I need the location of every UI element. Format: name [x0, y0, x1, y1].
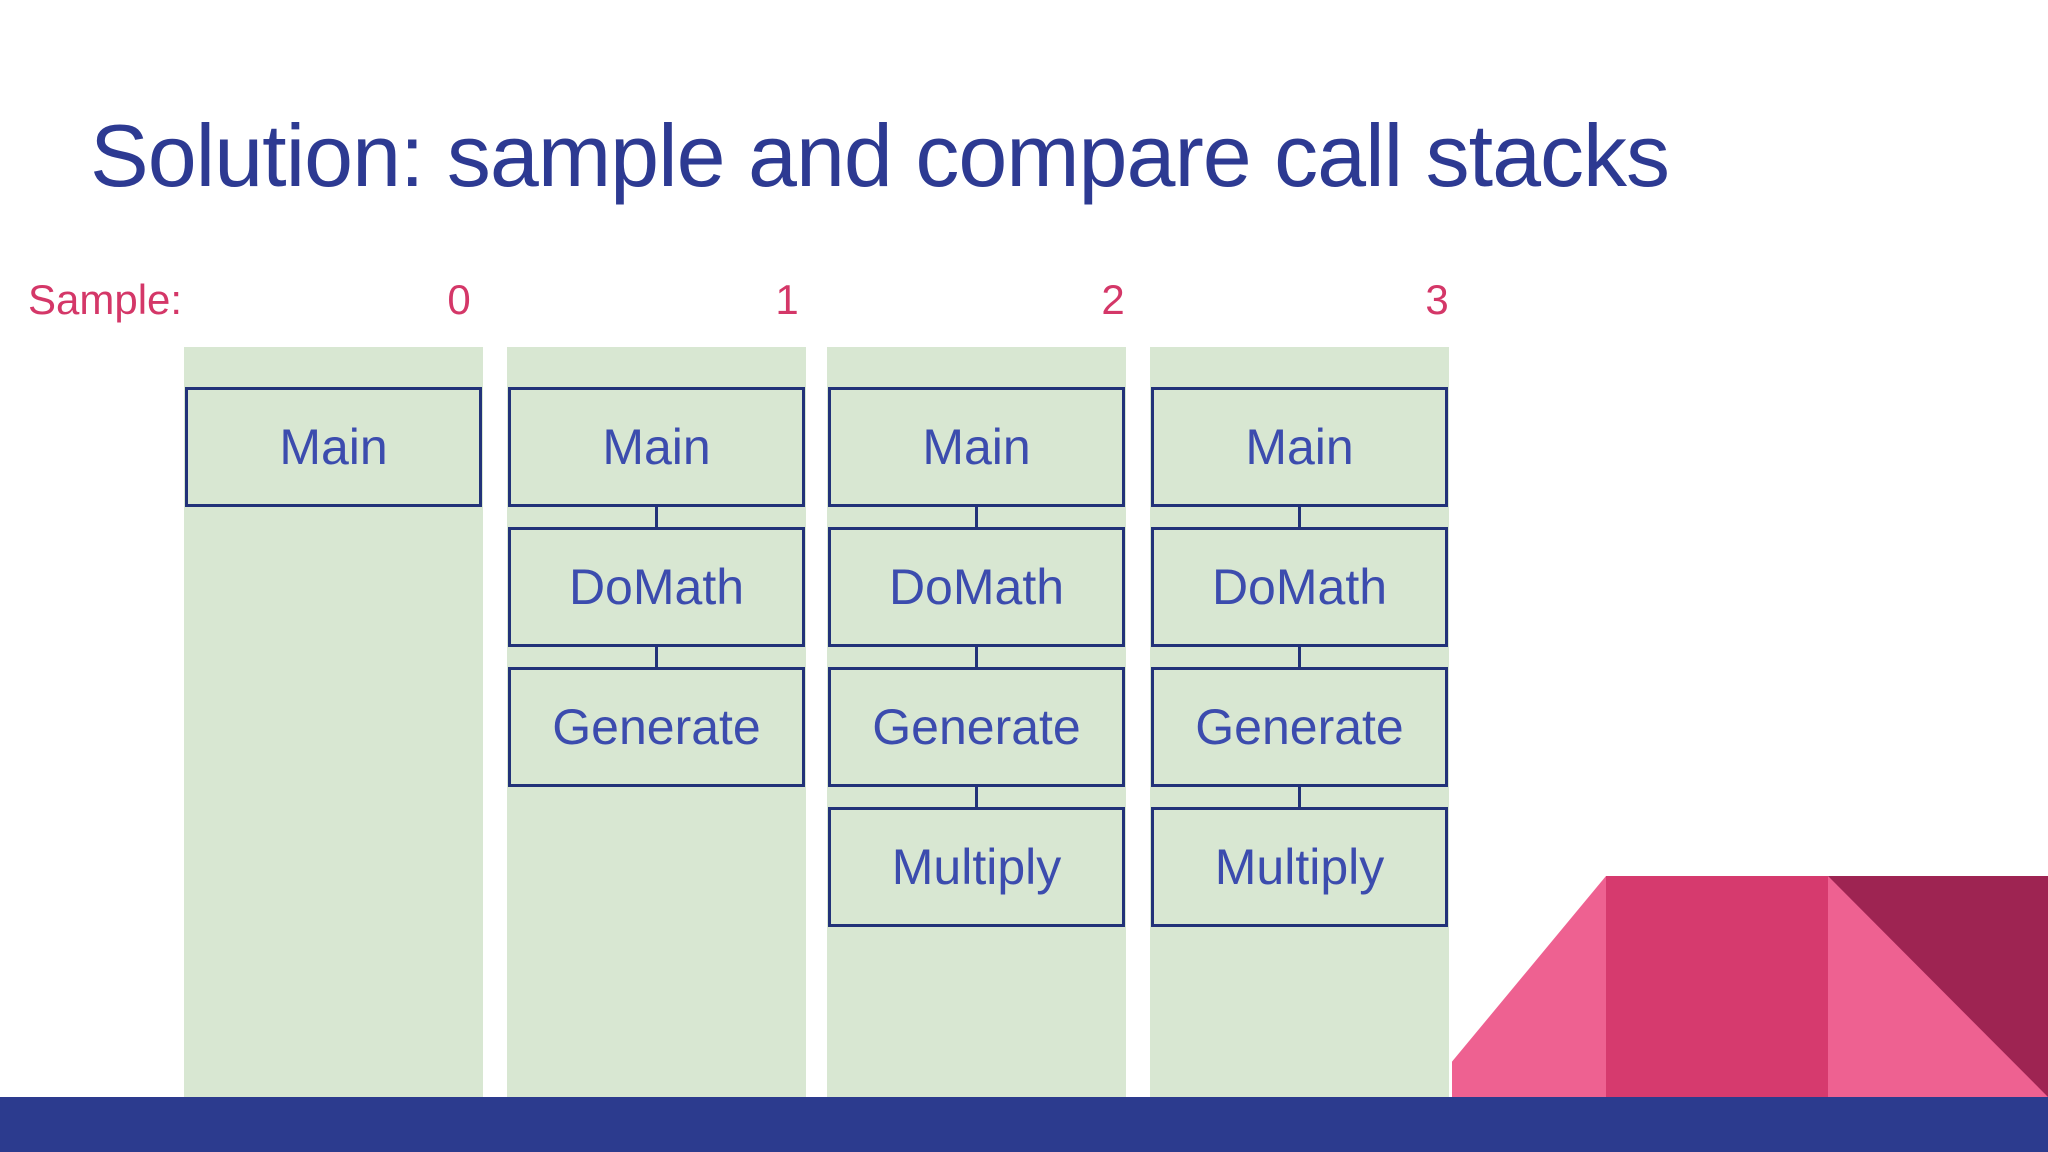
sample-number: 1: [775, 276, 799, 323]
stack-frame: Generate: [1151, 667, 1448, 787]
sample-number: 3: [1425, 276, 1449, 323]
stack-frame: DoMath: [828, 527, 1125, 647]
page-title: Solution: sample and compare call stacks: [90, 106, 1670, 205]
frame-connector-line: [975, 647, 978, 667]
maroon-corner-shape: [1828, 876, 2048, 1097]
sample-row-label: Sample:: [28, 276, 183, 323]
stack-frame: Generate: [828, 667, 1125, 787]
sample-number: 2: [1101, 276, 1125, 323]
stack-frame: Generate: [508, 667, 805, 787]
frame-connector-line: [655, 507, 658, 527]
stack-frame: Main: [185, 387, 482, 507]
stack-frame: DoMath: [1151, 527, 1448, 647]
stack-frame: Main: [508, 387, 805, 507]
stack-frame: DoMath: [508, 527, 805, 647]
pink-fold-left-triangle: [1452, 876, 1606, 1097]
pink-fold-right-triangle: [1828, 876, 2048, 1097]
frame-connector-line: [1298, 787, 1301, 807]
frame-connector-line: [975, 507, 978, 527]
stack-frame: Main: [1151, 387, 1448, 507]
stack-frame: Multiply: [1151, 807, 1448, 927]
sample-number: 0: [447, 276, 471, 323]
stack-frame: Main: [828, 387, 1125, 507]
frame-connector-line: [1298, 647, 1301, 667]
footer-bar: [0, 1097, 2048, 1152]
frame-connector-line: [655, 647, 658, 667]
frame-connector-line: [975, 787, 978, 807]
pink-fold-center-rect: [1606, 876, 1828, 1097]
stack-frame: Multiply: [828, 807, 1125, 927]
frame-connector-line: [1298, 507, 1301, 527]
call-stack-column: Main: [184, 347, 483, 1097]
